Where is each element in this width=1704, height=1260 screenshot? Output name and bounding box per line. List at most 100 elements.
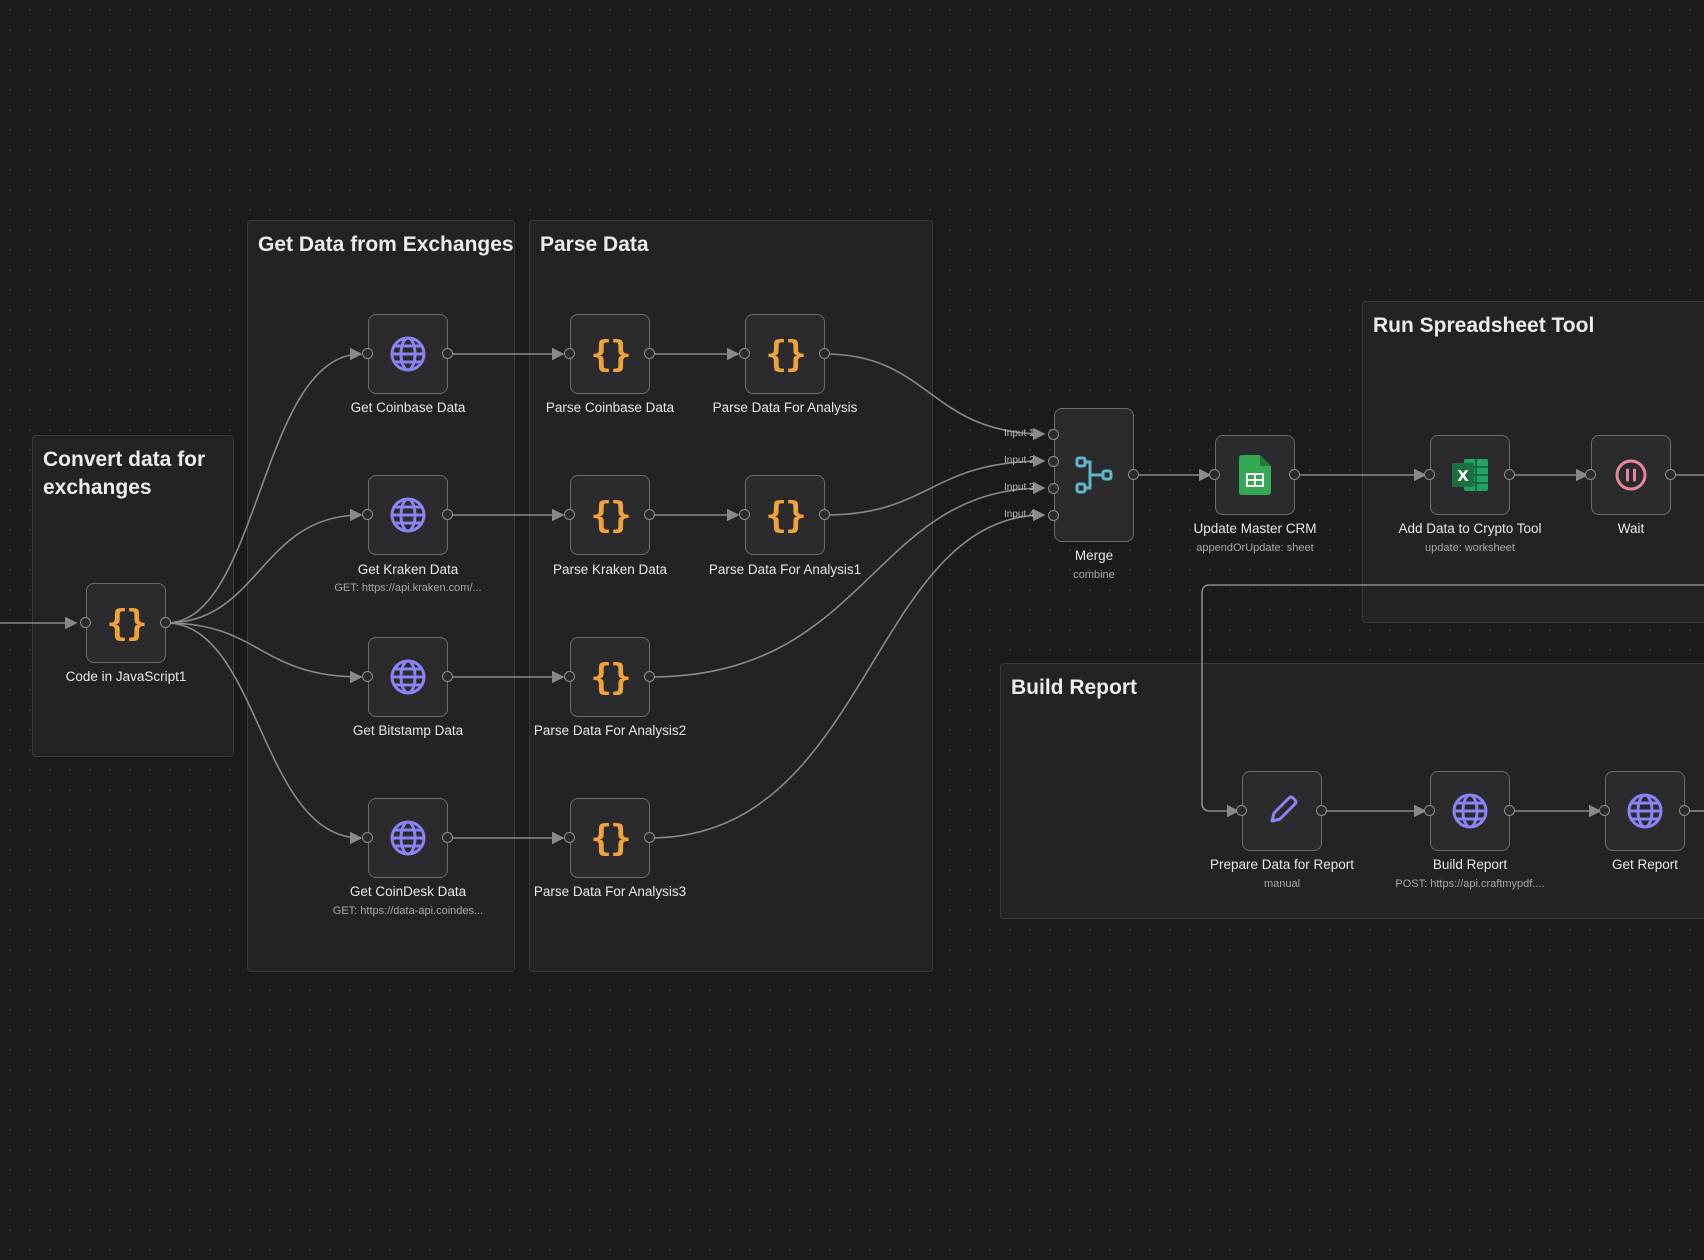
input-port[interactable] bbox=[564, 832, 575, 843]
build-report-node[interactable] bbox=[1430, 771, 1510, 851]
output-port[interactable] bbox=[442, 671, 453, 682]
output-port[interactable] bbox=[644, 509, 655, 520]
group-title: Run Spreadsheet Tool bbox=[1373, 314, 1595, 337]
edge-loop-to-prepare bbox=[1201, 584, 1704, 818]
node-label: Get CoinDesk Data bbox=[349, 884, 467, 899]
globe-icon bbox=[390, 497, 426, 533]
output-port[interactable] bbox=[819, 509, 830, 520]
globe-icon bbox=[390, 659, 426, 695]
merge-input-3-port[interactable] bbox=[1048, 483, 1059, 494]
update-master-crm-node[interactable] bbox=[1215, 435, 1295, 515]
node-label: Get Coinbase Data bbox=[350, 400, 466, 415]
code-in-javascript-node[interactable]: {} bbox=[86, 583, 166, 663]
node-label: Parse Kraken Data bbox=[552, 562, 668, 577]
merge-input-1-port[interactable] bbox=[1048, 429, 1059, 440]
edge-analysis2-merge3 bbox=[649, 481, 1046, 678]
input-port[interactable] bbox=[1585, 469, 1596, 480]
get-coinbase-data-node[interactable] bbox=[368, 314, 448, 394]
get-bitstamp-data-node[interactable] bbox=[368, 637, 448, 717]
group-title: Get Data from Exchanges bbox=[258, 233, 514, 256]
parse-kraken-data-node[interactable]: {} bbox=[570, 475, 650, 555]
input-port[interactable] bbox=[564, 348, 575, 359]
output-port[interactable] bbox=[1316, 805, 1327, 816]
input-port[interactable] bbox=[564, 509, 575, 520]
input-port[interactable] bbox=[80, 617, 91, 628]
code-braces-icon: {} bbox=[590, 817, 631, 859]
input-port[interactable] bbox=[1599, 805, 1610, 816]
globe-icon bbox=[390, 336, 426, 372]
wait-node[interactable] bbox=[1591, 435, 1671, 515]
merge-node[interactable] bbox=[1054, 408, 1134, 542]
merge-input-label: Input 4 bbox=[1004, 509, 1035, 520]
node-label: Wait bbox=[1617, 521, 1645, 536]
code-braces-icon: {} bbox=[765, 494, 806, 536]
pause-icon bbox=[1615, 459, 1647, 491]
prepare-data-for-report-node[interactable] bbox=[1242, 771, 1322, 851]
node-label: Get Report bbox=[1611, 857, 1679, 872]
node-label: Update Master CRM bbox=[1193, 521, 1317, 536]
code-braces-icon: {} bbox=[106, 602, 147, 644]
input-port[interactable] bbox=[362, 671, 373, 682]
get-kraken-data-node[interactable] bbox=[368, 475, 448, 555]
globe-icon bbox=[390, 820, 426, 856]
output-port[interactable] bbox=[442, 509, 453, 520]
node-label: Get Bitstamp Data bbox=[352, 723, 464, 738]
node-label: Build Report bbox=[1432, 857, 1508, 872]
output-port[interactable] bbox=[819, 348, 830, 359]
input-port[interactable] bbox=[362, 509, 373, 520]
parse-data-for-analysis1-node[interactable]: {} bbox=[745, 475, 825, 555]
output-port[interactable] bbox=[644, 832, 655, 843]
output-port[interactable] bbox=[1128, 469, 1139, 480]
parse-data-for-analysis-node[interactable]: {} bbox=[745, 314, 825, 394]
edge-analysis3-merge4 bbox=[649, 508, 1046, 839]
globe-icon bbox=[1452, 793, 1488, 829]
code-braces-icon: {} bbox=[590, 494, 631, 536]
merge-icon bbox=[1075, 456, 1113, 494]
get-coindesk-data-node[interactable] bbox=[368, 798, 448, 878]
group-convert-data[interactable]: Convert data for exchanges bbox=[32, 435, 234, 757]
output-port[interactable] bbox=[644, 348, 655, 359]
add-data-to-crypto-tool-node[interactable]: X bbox=[1430, 435, 1510, 515]
node-subtitle: combine bbox=[1073, 569, 1115, 581]
input-port[interactable] bbox=[362, 348, 373, 359]
output-port[interactable] bbox=[442, 832, 453, 843]
parse-coinbase-data-node[interactable]: {} bbox=[570, 314, 650, 394]
input-port[interactable] bbox=[1236, 805, 1247, 816]
group-title: Convert data for exchanges bbox=[43, 448, 206, 499]
group-title: Build Report bbox=[1011, 676, 1137, 699]
input-port[interactable] bbox=[1424, 805, 1435, 816]
parse-data-for-analysis3-node[interactable]: {} bbox=[570, 798, 650, 878]
output-port[interactable] bbox=[1504, 805, 1515, 816]
output-port[interactable] bbox=[1289, 469, 1300, 480]
input-port[interactable] bbox=[362, 832, 373, 843]
get-report-node[interactable] bbox=[1605, 771, 1685, 851]
input-port[interactable] bbox=[564, 671, 575, 682]
node-subtitle: GET: https://data-api.coindes... bbox=[332, 905, 484, 917]
output-port[interactable] bbox=[1504, 469, 1515, 480]
pencil-icon bbox=[1270, 795, 1298, 823]
svg-text:X: X bbox=[1457, 467, 1469, 485]
merge-input-label: Input 1 bbox=[1004, 428, 1035, 439]
globe-icon bbox=[1627, 793, 1663, 829]
output-port[interactable] bbox=[1665, 469, 1676, 480]
input-port[interactable] bbox=[1424, 469, 1435, 480]
input-port[interactable] bbox=[1209, 469, 1220, 480]
node-subtitle: update: worksheet bbox=[1425, 542, 1515, 554]
group-build-report[interactable]: Build Report bbox=[1000, 663, 1704, 919]
output-port[interactable] bbox=[160, 617, 171, 628]
output-port[interactable] bbox=[644, 671, 655, 682]
node-subtitle: GET: https://api.kraken.com/... bbox=[334, 582, 482, 594]
code-braces-icon: {} bbox=[590, 333, 631, 375]
output-port[interactable] bbox=[442, 348, 453, 359]
group-run-spreadsheet-tool[interactable]: Run Spreadsheet Tool bbox=[1362, 301, 1704, 623]
parse-data-for-analysis2-node[interactable]: {} bbox=[570, 637, 650, 717]
merge-input-2-port[interactable] bbox=[1048, 456, 1059, 467]
merge-input-label: Input 3 bbox=[1004, 482, 1035, 493]
node-label: Parse Data For Analysis bbox=[712, 400, 858, 415]
input-port[interactable] bbox=[739, 348, 750, 359]
merge-input-label: Input 2 bbox=[1004, 455, 1035, 466]
node-subtitle: manual bbox=[1263, 878, 1301, 890]
output-port[interactable] bbox=[1679, 805, 1690, 816]
input-port[interactable] bbox=[739, 509, 750, 520]
merge-input-4-port[interactable] bbox=[1048, 510, 1059, 521]
